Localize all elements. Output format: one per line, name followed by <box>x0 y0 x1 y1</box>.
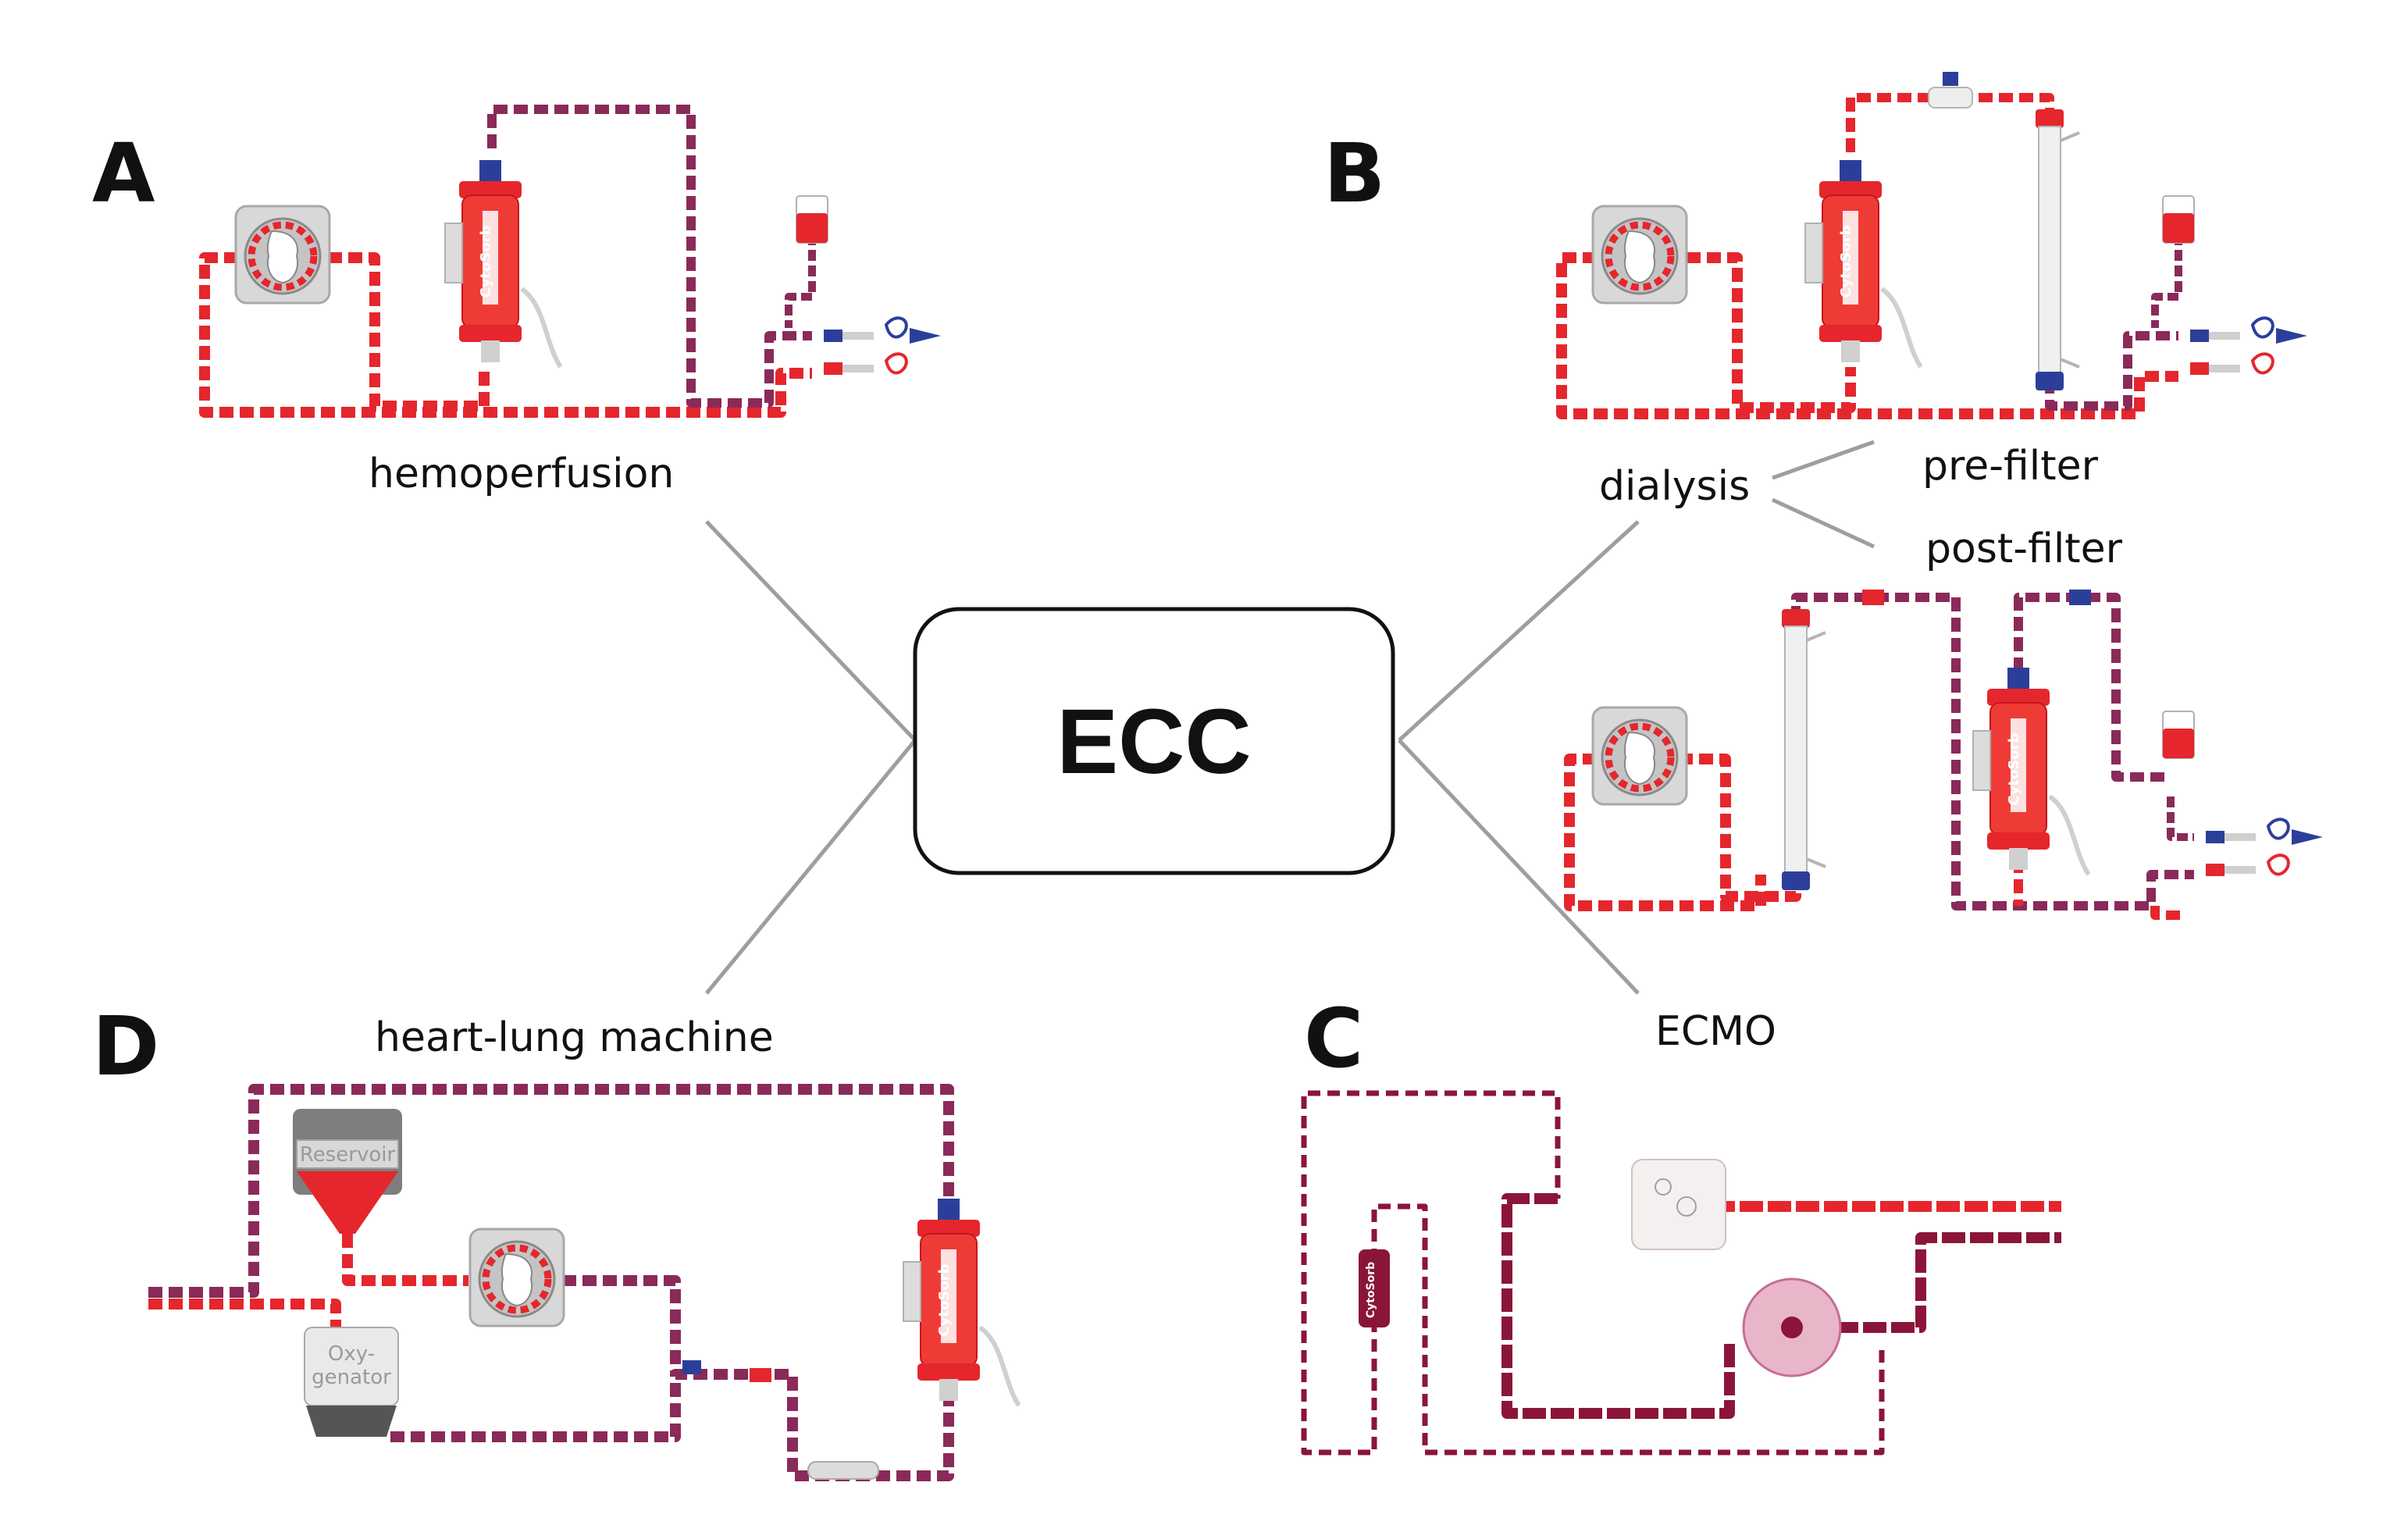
bubble-icon <box>1655 1178 1672 1196</box>
cytosorb-label: CytoSorb <box>936 1263 953 1336</box>
pre-filter-label: pre-filter <box>1922 443 2099 490</box>
cytosorb-cartridge-icon <box>1805 160 1921 367</box>
panel-c: C ECMO CytoSorb <box>1301 991 2061 1456</box>
panel-c-label: ECMO <box>1655 1008 1776 1055</box>
panel-a-letter: A <box>92 126 155 221</box>
pump-icon <box>236 206 329 303</box>
reservoir-bag-icon <box>796 195 828 244</box>
cytosorb-cartridge-icon <box>1973 668 2089 875</box>
temperature-probe-icon <box>807 1461 879 1480</box>
cytosorb-small-icon <box>1359 1249 1390 1327</box>
patient-access-icon <box>2204 818 2324 878</box>
reservoir-bag-icon <box>2162 195 2195 244</box>
air-trap-cap-icon <box>1943 72 1958 86</box>
panel-d-letter: D <box>92 999 159 1094</box>
panel-b-label: dialysis <box>1599 463 1750 510</box>
pump-icon <box>470 1229 564 1326</box>
panel-a: A hemoperfusion CytoSorb <box>92 105 942 497</box>
cytosorb-label: CytoSorb <box>478 225 494 298</box>
branch-post-filter <box>1771 497 1875 549</box>
blue-connector-icon <box>2069 590 2091 605</box>
cytosorb-label: CytoSorb <box>2006 732 2022 805</box>
post-filter-label: post-filter <box>1925 526 2123 572</box>
ecc-node: ECC <box>913 607 1395 875</box>
panel-c-letter: C <box>1304 991 1363 1086</box>
dialysis-filter-icon <box>1780 608 1827 892</box>
pump-icon <box>1593 707 1687 804</box>
panel-b-letter: B <box>1323 126 1385 221</box>
dialysis-filter-icon <box>2034 108 2081 392</box>
panel-a-label: hemoperfusion <box>369 451 674 497</box>
oxygenator-base-icon <box>306 1406 397 1437</box>
pump-hub-icon <box>1781 1317 1803 1338</box>
reservoir-label: Reservoir <box>300 1143 396 1167</box>
air-trap-icon <box>1928 87 1973 109</box>
connector-c <box>1398 739 1640 995</box>
branch-pre-filter <box>1772 440 1875 480</box>
patient-access-icon <box>2189 316 2309 376</box>
panel-d-label: heart-lung machine <box>375 1014 774 1061</box>
bubble-icon <box>1676 1196 1697 1217</box>
hlm-circuit <box>148 1084 954 1481</box>
ecc-box <box>913 607 1395 875</box>
panel-b: B dialysis pre-filter post-filter CytoSo… <box>1323 72 2324 920</box>
reservoir-bag-icon <box>2162 711 2195 759</box>
ecmo-circuit <box>1301 1090 2061 1456</box>
connector-b <box>1398 520 1640 742</box>
oxygenator-label-line1: Oxy- <box>328 1342 375 1366</box>
red-connector-icon <box>1862 590 1884 605</box>
oxygenator-icon <box>1631 1159 1726 1250</box>
pump-icon <box>1593 206 1687 303</box>
cytosorb-label: CytoSorb <box>1365 1262 1377 1318</box>
blue-connector-icon <box>682 1360 701 1374</box>
connector-lines <box>705 440 1875 995</box>
reservoir-lid-icon <box>296 1139 399 1169</box>
connector-d <box>705 739 917 995</box>
patient-access-icon <box>822 316 942 376</box>
ecc-label: ECC <box>1056 690 1251 793</box>
reservoir-funnel-icon <box>297 1171 398 1234</box>
cytosorb-label: CytoSorb <box>1838 225 1854 298</box>
oxygenator-label-line2: genator <box>312 1366 391 1389</box>
cytosorb-cartridge-icon <box>903 1199 1019 1406</box>
cytosorb-cartridge-icon <box>445 160 561 367</box>
hemoperfusion-circuit <box>199 105 816 418</box>
panel-d: D heart-lung machine Reservoir Oxy- gena… <box>92 999 1019 1481</box>
red-connector-icon <box>750 1368 771 1382</box>
connector-a <box>705 520 917 742</box>
